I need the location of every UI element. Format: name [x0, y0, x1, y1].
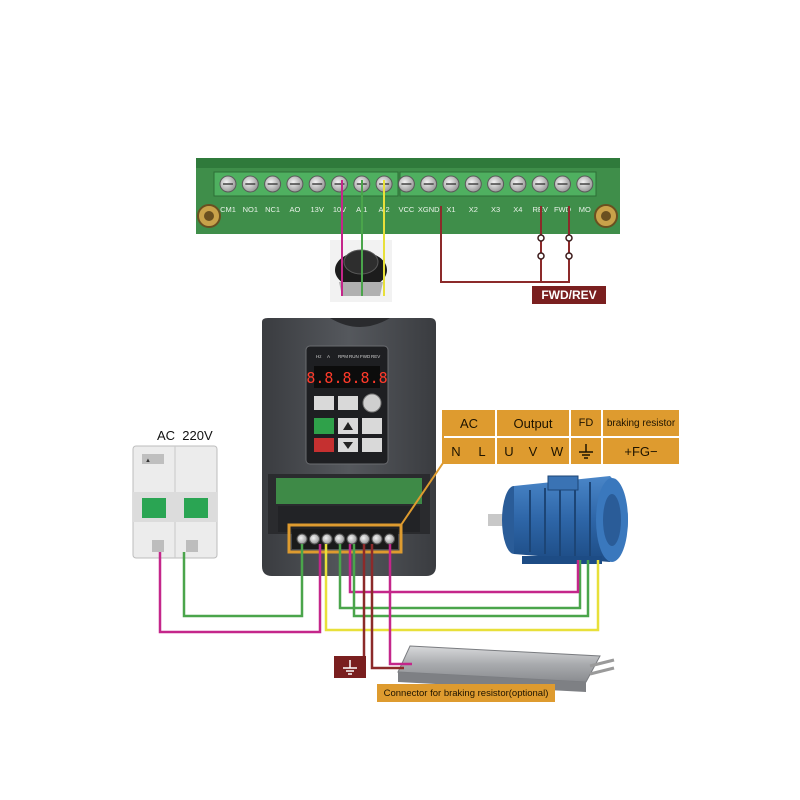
keypad-indicator-label: RUN	[349, 354, 359, 359]
terminal-label: X1	[446, 205, 455, 214]
esc-button[interactable]	[314, 396, 334, 410]
terminal-label: MO	[579, 205, 591, 214]
value-fg: +FG−	[603, 438, 679, 464]
terminal-label: XGND	[418, 205, 440, 214]
three-phase-motor	[488, 475, 628, 564]
enter-button[interactable]	[362, 418, 382, 434]
keypad-indicator-label: REV	[371, 354, 380, 359]
power-terminal-screw-icon	[296, 533, 308, 545]
keypad-indicator-label: Hz	[316, 354, 322, 359]
terminal-label: X4	[513, 205, 522, 214]
power-terminal-screw-icon	[359, 533, 370, 545]
ground-tag	[334, 656, 366, 678]
value-v: V	[521, 438, 545, 464]
shift-button[interactable]	[338, 396, 358, 410]
run-button[interactable]	[314, 418, 334, 434]
ground-cell	[571, 438, 601, 464]
terminal-label: 10V	[333, 205, 346, 214]
fwd-rev-switch-wiring	[440, 206, 570, 283]
power-terminal-screw-icon	[346, 533, 358, 545]
keypad-indicator-label: A	[327, 354, 330, 359]
power-terminal-screw-icon	[309, 533, 320, 545]
circuit-breaker: ▲	[132, 445, 218, 559]
ground-icon	[343, 660, 357, 675]
prg-button[interactable]	[362, 438, 382, 452]
value-w: W	[545, 438, 569, 464]
header-output: Output	[497, 410, 569, 436]
terminal-highlight-frame	[287, 523, 403, 554]
value-l: L	[469, 438, 495, 464]
switch-contact-icon	[537, 234, 573, 260]
header-braking-resistor: braking resistor	[603, 410, 679, 436]
power-terminal-screw-icon	[321, 533, 333, 545]
power-terminal-screw-icon	[384, 533, 395, 545]
ground-icon	[579, 444, 593, 459]
stop-button[interactable]	[314, 438, 334, 452]
value-n: N	[443, 438, 469, 464]
terminal-label: X2	[469, 205, 478, 214]
terminal-label: NC1	[265, 205, 280, 214]
braking-connector-label: Connector for braking resistor(optional)	[377, 684, 555, 702]
keypad-display: 8.8.8.8.8	[306, 369, 387, 387]
terminal-label: CM1	[220, 205, 236, 214]
signal-wires	[341, 180, 385, 296]
power-terminal-screw-icon	[334, 533, 345, 545]
keypad-indicator-label: RPM	[338, 354, 348, 359]
ac-supply-label: AC 220V	[157, 428, 213, 443]
up-arrow-icon	[343, 422, 353, 430]
terminal-label: AO	[289, 205, 300, 214]
terminal-screws	[219, 175, 594, 193]
header-ac: AC	[443, 410, 495, 436]
terminal-label: NO1	[243, 205, 258, 214]
value-u: U	[497, 438, 521, 464]
terminal-label: X3	[491, 205, 500, 214]
keypad-indicator-label: FWD	[360, 354, 371, 359]
power-wires	[158, 544, 600, 670]
speed-dial[interactable]	[362, 393, 382, 413]
terminal-label: VCC	[398, 205, 414, 214]
terminal-label: FWD	[554, 205, 572, 214]
down-arrow-icon	[343, 442, 353, 449]
power-terminal-screw-icon	[371, 533, 383, 545]
terminal-label: 13V	[311, 205, 324, 214]
fwd-rev-label: FWD/REV	[532, 286, 606, 304]
svg-text:▲: ▲	[145, 458, 151, 464]
header-fd: FD	[571, 410, 601, 436]
